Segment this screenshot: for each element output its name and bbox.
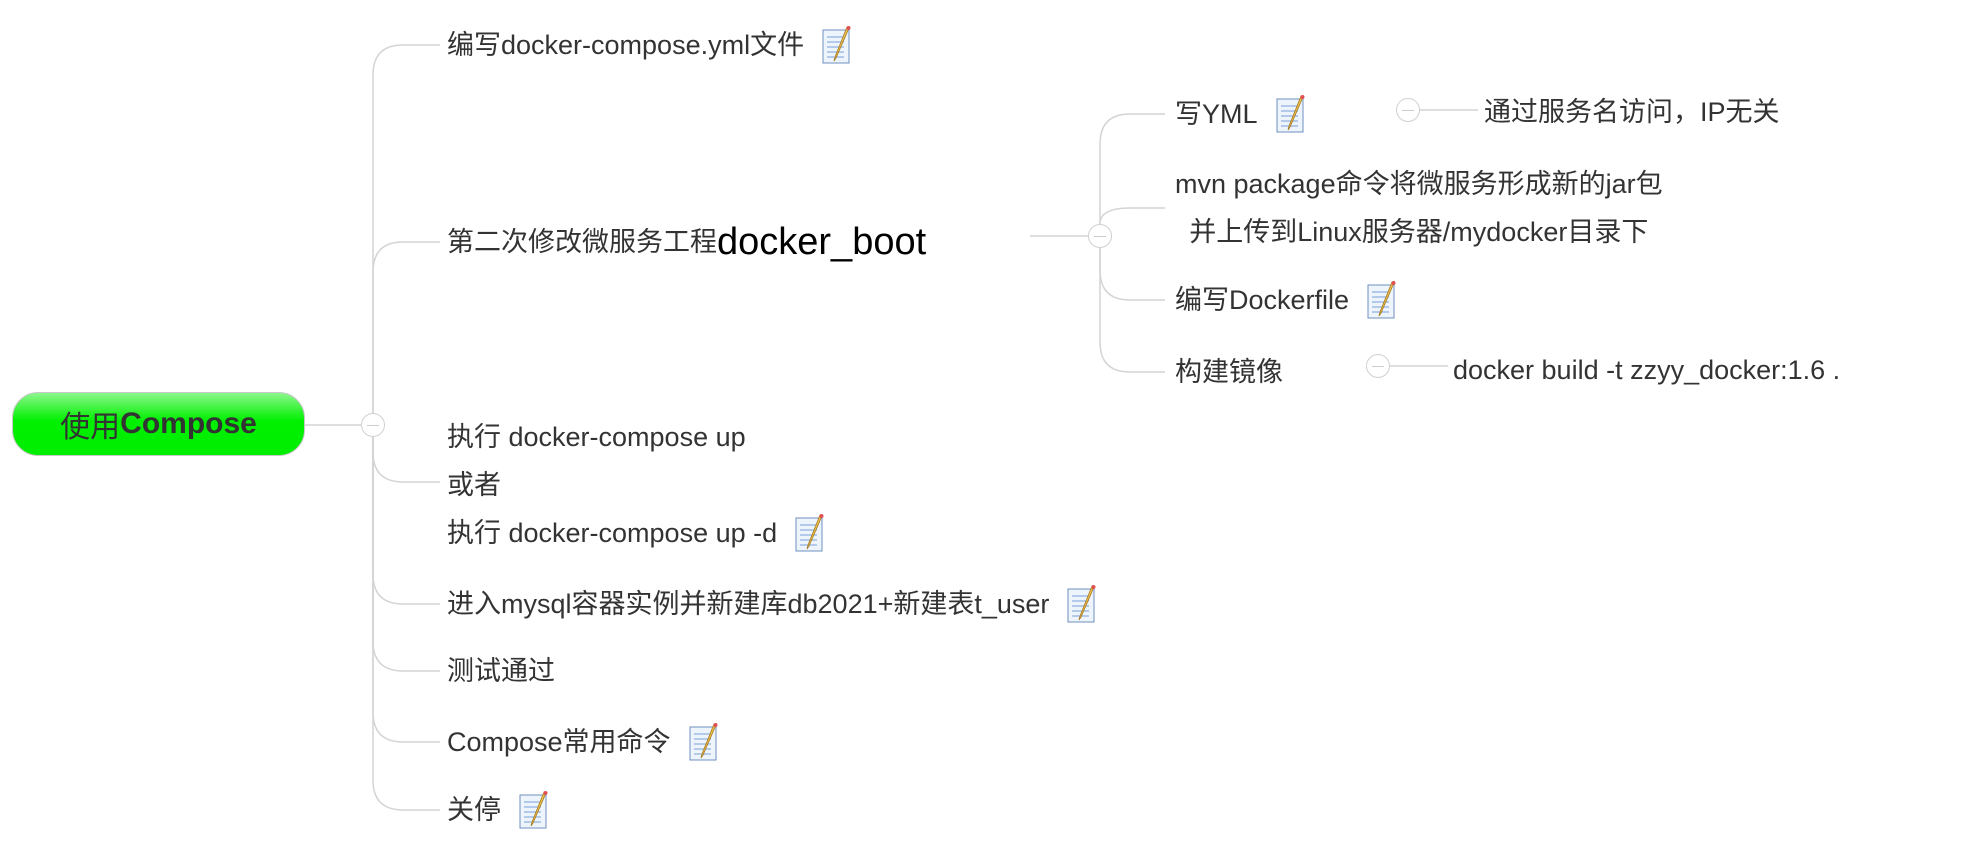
subbranch-collapse-toggle[interactable]	[1366, 354, 1390, 378]
note-icon[interactable]	[519, 791, 549, 829]
branch-compose-commands[interactable]: Compose常用命令	[447, 723, 719, 761]
subbranch-label: 编写Dockerfile	[1175, 285, 1350, 315]
branch-label-line: 或者	[447, 470, 501, 500]
subbranch-write-yml[interactable]: 写YML	[1175, 95, 1306, 133]
leaf-service-name-access[interactable]: 通过服务名访问，IP无关	[1484, 94, 1780, 130]
subbranch-label: 写YML	[1175, 99, 1258, 129]
note-icon[interactable]	[689, 723, 719, 761]
branch-label: 编写docker-compose.yml文件	[447, 30, 805, 60]
subbranch-mvn-package[interactable]: mvn package命令将微服务形成新的jar包 并上传到Linux服务器/m…	[1175, 160, 1663, 256]
note-icon[interactable]	[795, 514, 825, 552]
branch-label: 第二次修改微服务工程	[447, 227, 717, 257]
branch-label-line: 执行 docker-compose up -d	[447, 518, 778, 548]
branch-label: Compose常用命令	[447, 727, 671, 757]
subbranch-write-dockerfile[interactable]: 编写Dockerfile	[1175, 281, 1397, 319]
subbranch-label-line: mvn package命令将微服务形成新的jar包	[1175, 169, 1663, 199]
root-label-prefix: 使用	[60, 411, 121, 444]
branch-test-passed[interactable]: 测试通过	[447, 653, 555, 689]
branch-enter-mysql[interactable]: 进入mysql容器实例并新建库db2021+新建表t_user	[447, 585, 1097, 623]
subbranch-collapse-toggle[interactable]	[1396, 98, 1420, 122]
root-collapse-toggle[interactable]	[361, 413, 385, 437]
branch-label: 关停	[447, 795, 501, 825]
note-icon[interactable]	[1067, 585, 1097, 623]
root-label-bold: Compose	[120, 407, 257, 440]
branch-label: 进入mysql容器实例并新建库db2021+新建表t_user	[447, 589, 1050, 619]
branch-run-compose-up[interactable]: 执行 docker-compose up 或者 执行 docker-compos…	[447, 413, 825, 557]
branch-write-compose-file[interactable]: 编写docker-compose.yml文件	[447, 26, 852, 64]
branch-label: 测试通过	[447, 656, 555, 686]
branch-label-project: docker_boot	[717, 221, 927, 263]
branch-shutdown[interactable]: 关停	[447, 791, 549, 829]
leaf-docker-build-command[interactable]: docker build -t zzyy_docker:1.6 .	[1453, 352, 1840, 388]
note-icon[interactable]	[1367, 281, 1397, 319]
branch-label-lines: 执行 docker-compose up 或者 执行 docker-compos…	[447, 413, 777, 557]
branch-label-line: 执行 docker-compose up	[447, 422, 746, 452]
branch-collapse-toggle[interactable]	[1088, 224, 1112, 248]
subbranch-label-line: 并上传到Linux服务器/mydocker目录下	[1189, 217, 1649, 247]
leaf-label: docker build -t zzyy_docker:1.6 .	[1453, 355, 1841, 385]
note-icon[interactable]	[1276, 95, 1306, 133]
subbranch-label: 构建镜像	[1175, 357, 1283, 387]
leaf-label: 通过服务名访问，IP无关	[1484, 97, 1780, 127]
note-icon[interactable]	[822, 26, 852, 64]
subbranch-build-image[interactable]: 构建镜像	[1175, 354, 1283, 390]
